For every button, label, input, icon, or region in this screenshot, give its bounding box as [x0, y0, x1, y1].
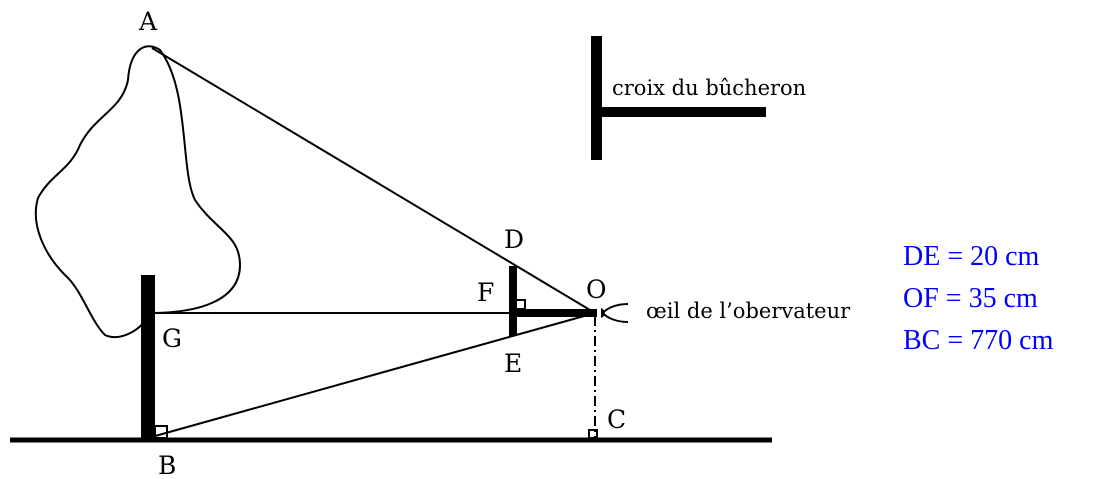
right-angle-B	[154, 425, 168, 439]
measurement-of: OF = 35 cm	[903, 283, 1038, 314]
eye-pupil	[601, 308, 605, 318]
point-F-label: F	[477, 278, 494, 307]
right-angle-C	[588, 429, 598, 439]
point-A-label: A	[138, 7, 158, 36]
cross-illustration-horizontal	[600, 107, 766, 117]
point-O-label: O	[586, 275, 607, 304]
eye-icon	[601, 303, 629, 323]
tree-crown	[34, 45, 242, 338]
cross-vertical-DE	[509, 266, 517, 336]
point-B-label: B	[158, 451, 176, 479]
point-D-label: D	[504, 225, 524, 254]
line-BO	[147, 312, 596, 439]
point-E-label: E	[504, 349, 522, 378]
measurement-de: DE = 20 cm	[903, 241, 1040, 272]
cross-caption: croix du bûcheron	[612, 76, 806, 100]
point-G-label: G	[162, 324, 182, 353]
measurement-bc: BC = 770 cm	[903, 325, 1054, 356]
point-C-label: C	[607, 405, 626, 434]
cross-illustration-vertical	[591, 36, 602, 160]
tree-trunk	[141, 275, 155, 440]
eye-caption: œil de l’obervateur	[646, 299, 851, 323]
right-angle-F	[515, 299, 526, 310]
cross-horizontal-FO	[513, 309, 597, 317]
line-AO	[151, 47, 596, 314]
